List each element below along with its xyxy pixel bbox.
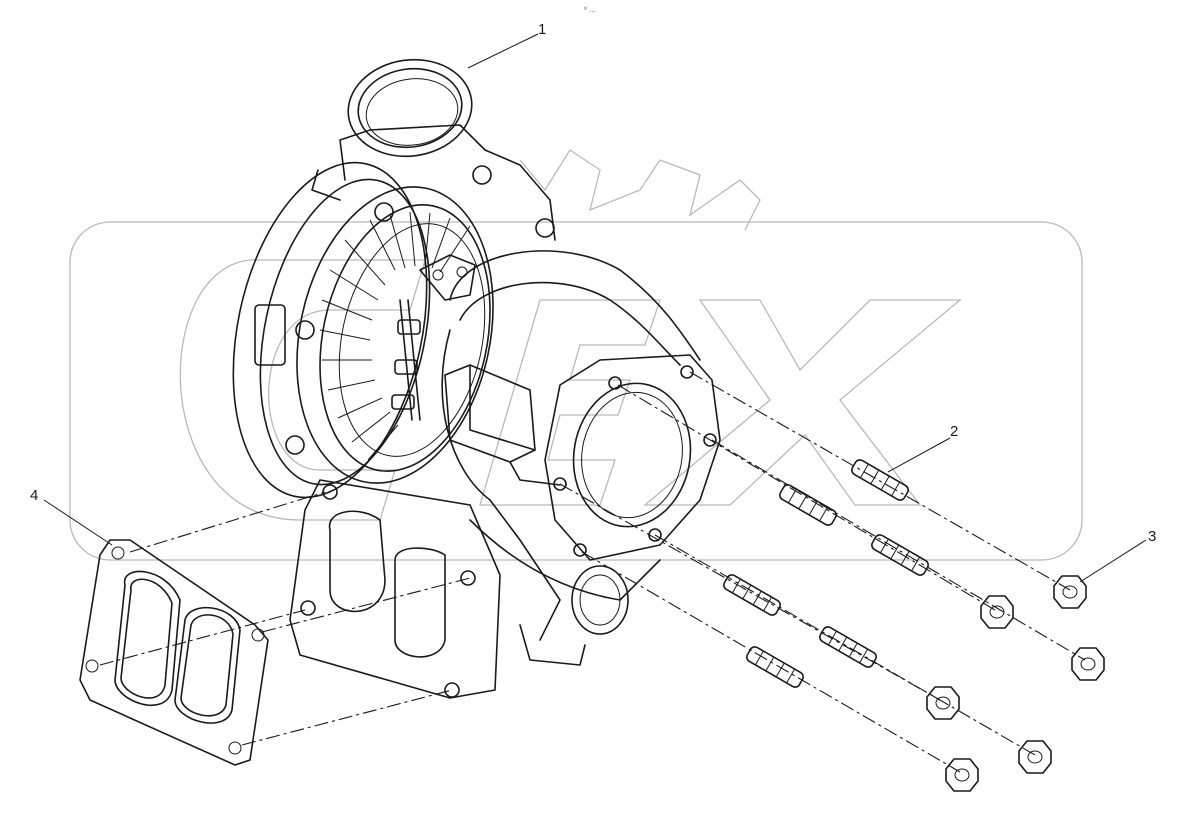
turbine-inlet-flange bbox=[289, 479, 501, 699]
center-housing bbox=[391, 254, 476, 421]
compressor-housing bbox=[232, 124, 556, 499]
callout-1: 1 bbox=[538, 21, 546, 38]
turbine-housing bbox=[441, 250, 721, 666]
callout-2: 2 bbox=[950, 423, 958, 440]
callout-1-leader bbox=[467, 33, 539, 69]
callout-4: 4 bbox=[30, 487, 38, 504]
callout-2-leader bbox=[887, 437, 951, 473]
callouts: 1 2 3 4 bbox=[30, 21, 1156, 583]
part-2-studs bbox=[723, 459, 929, 688]
part-1-seal-ring bbox=[347, 58, 473, 158]
part-4-gasket bbox=[79, 539, 269, 766]
callout-4-leader bbox=[43, 499, 113, 546]
explode-lines bbox=[99, 371, 1086, 773]
watermark bbox=[69, 149, 1083, 561]
callout-3-leader bbox=[1079, 539, 1147, 583]
header-mark: ⁰ … bbox=[584, 6, 596, 14]
part-3-nuts bbox=[926, 575, 1105, 792]
callout-3: 3 bbox=[1148, 528, 1156, 545]
